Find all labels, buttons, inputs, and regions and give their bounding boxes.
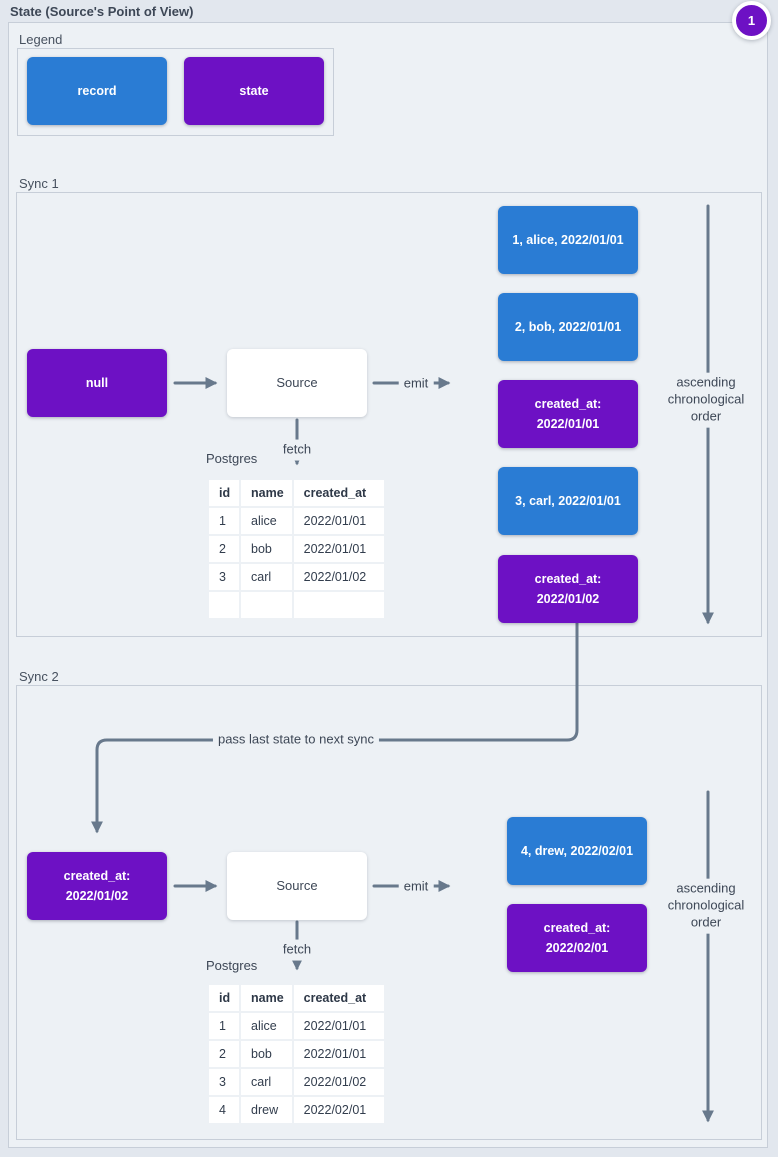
legend-state-swatch: state (184, 57, 324, 125)
record-box: 3, carl, 2022/01/01 (498, 467, 638, 535)
cell-name: alice (241, 1013, 292, 1039)
cell-created-at: 2022/01/01 (293, 508, 384, 534)
sync2-source-box: Source (227, 852, 367, 920)
col-header-id: id (209, 985, 239, 1011)
cell-id: 2 (209, 536, 239, 562)
col-header-id: id (209, 480, 239, 506)
state-box: created_at: 2022/02/01 (507, 904, 647, 972)
table-row: 2 bob 2022/01/01 (209, 1041, 384, 1067)
step-count-badge: 1 (732, 1, 771, 40)
state-box: created_at: 2022/01/01 (498, 380, 638, 448)
state-box: created_at: 2022/01/02 (498, 555, 638, 623)
cell-name: carl (241, 564, 292, 590)
sync2-emit-label: emit (398, 876, 434, 898)
cell-id: 1 (209, 1013, 239, 1039)
sync1-fetch-label: fetch (277, 439, 317, 461)
cell-id: 3 (209, 1069, 239, 1095)
col-header-created-at: created_at (293, 480, 384, 506)
sync1-label: Sync 1 (19, 176, 59, 191)
cell-name: bob (241, 1041, 292, 1067)
table-header-row: id name created_at (209, 985, 384, 1011)
cell-id (209, 592, 239, 618)
sync2-postgres-table: id name created_at 1 alice 2022/01/01 2 … (207, 983, 386, 1125)
table-row: 3 carl 2022/01/02 (209, 564, 384, 590)
sync1-order-note: ascending chronological order (662, 372, 750, 428)
sync1-postgres-label: Postgres (206, 451, 258, 466)
cell-id: 2 (209, 1041, 239, 1067)
cell-name: alice (241, 508, 292, 534)
sync1-source-box: Source (227, 349, 367, 417)
table-row: 1 alice 2022/01/01 (209, 508, 384, 534)
cell-name: drew (241, 1097, 292, 1123)
table-header-row: id name created_at (209, 480, 384, 506)
sync2-order-note: ascending chronological order (662, 878, 750, 934)
cell-name: bob (241, 536, 292, 562)
cell-created-at: 2022/01/01 (293, 1041, 384, 1067)
col-header-name: name (241, 480, 292, 506)
table-row-empty (209, 592, 384, 618)
sync1-emit-label: emit (398, 373, 434, 395)
sync1-input-state-box: null (27, 349, 167, 417)
table-row: 4 drew 2022/02/01 (209, 1097, 384, 1123)
sync2-input-state-box: created_at: 2022/01/02 (27, 852, 167, 920)
record-box: 4, drew, 2022/02/01 (507, 817, 647, 885)
cell-created-at: 2022/01/01 (293, 1013, 384, 1039)
legend-label: Legend (19, 32, 63, 47)
sync1-postgres-table: id name created_at 1 alice 2022/01/01 2 … (207, 478, 386, 620)
record-box: 1, alice, 2022/01/01 (498, 206, 638, 274)
cell-created-at: 2022/02/01 (293, 1097, 384, 1123)
pass-state-label: pass last state to next sync (212, 729, 380, 751)
cell-id: 4 (209, 1097, 239, 1123)
sync2-fetch-label: fetch (277, 939, 317, 961)
table-row: 1 alice 2022/01/01 (209, 1013, 384, 1039)
cell-created-at: 2022/01/02 (293, 564, 384, 590)
table-row: 2 bob 2022/01/01 (209, 536, 384, 562)
table-row: 3 carl 2022/01/02 (209, 1069, 384, 1095)
cell-name (241, 592, 292, 618)
sync2-label: Sync 2 (19, 669, 59, 684)
col-header-name: name (241, 985, 292, 1011)
record-box: 2, bob, 2022/01/01 (498, 293, 638, 361)
col-header-created-at: created_at (293, 985, 384, 1011)
cell-id: 1 (209, 508, 239, 534)
legend-section (17, 48, 334, 136)
page-title: State (Source's Point of View) (10, 4, 194, 19)
cell-created-at (293, 592, 384, 618)
cell-id: 3 (209, 564, 239, 590)
cell-created-at: 2022/01/02 (293, 1069, 384, 1095)
legend-record-swatch: record (27, 57, 167, 125)
cell-name: carl (241, 1069, 292, 1095)
cell-created-at: 2022/01/01 (293, 536, 384, 562)
sync2-postgres-label: Postgres (206, 958, 258, 973)
